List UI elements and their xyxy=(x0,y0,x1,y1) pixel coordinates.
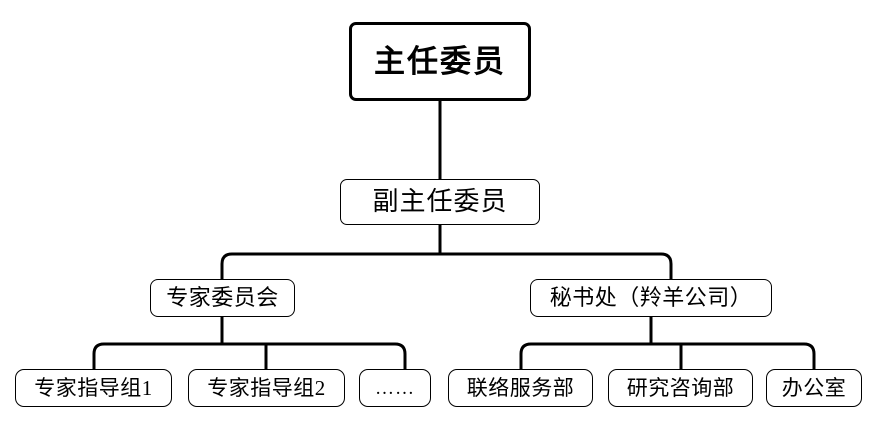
node-chairman-label: 主任委员 xyxy=(374,44,506,79)
connector-deputy-to-divisions xyxy=(232,225,661,256)
node-expert-group-1: 专家指导组1 xyxy=(15,369,172,407)
node-research-consulting-department-label: 研究咨询部 xyxy=(626,375,735,400)
connector-drop-expert-group-more xyxy=(394,342,407,369)
node-liaison-service-department-label: 联络服务部 xyxy=(466,375,575,400)
node-liaison-service-department: 联络服务部 xyxy=(448,369,593,407)
node-deputy-chairman: 副主任委员 xyxy=(340,179,540,225)
node-expert-group-1-label: 专家指导组1 xyxy=(34,375,153,400)
node-expert-group-2: 专家指导组2 xyxy=(188,369,345,407)
node-expert-group-more: …… xyxy=(359,369,431,407)
connector-drop-secretariat xyxy=(660,252,673,279)
node-research-consulting-department: 研究咨询部 xyxy=(608,369,753,407)
node-chairman: 主任委员 xyxy=(349,22,531,101)
node-secretariat: 秘书处（羚羊公司） xyxy=(530,279,772,317)
connector-drop-liaison xyxy=(519,342,532,369)
connector-drop-expert-committee xyxy=(220,252,233,279)
node-office: 办公室 xyxy=(766,369,862,407)
connector-drop-office xyxy=(803,342,816,369)
node-expert-group-more-label: …… xyxy=(375,377,415,399)
connector-drop-expert-group-1 xyxy=(92,342,105,369)
node-expert-committee-label: 专家委员会 xyxy=(166,285,279,310)
node-office-label: 办公室 xyxy=(781,375,847,400)
node-secretariat-label: 秘书处（羚羊公司） xyxy=(549,285,753,310)
node-deputy-chairman-label: 副主任委员 xyxy=(372,187,508,216)
node-expert-group-2-label: 专家指导组2 xyxy=(207,375,326,400)
node-expert-committee: 专家委员会 xyxy=(150,279,295,317)
